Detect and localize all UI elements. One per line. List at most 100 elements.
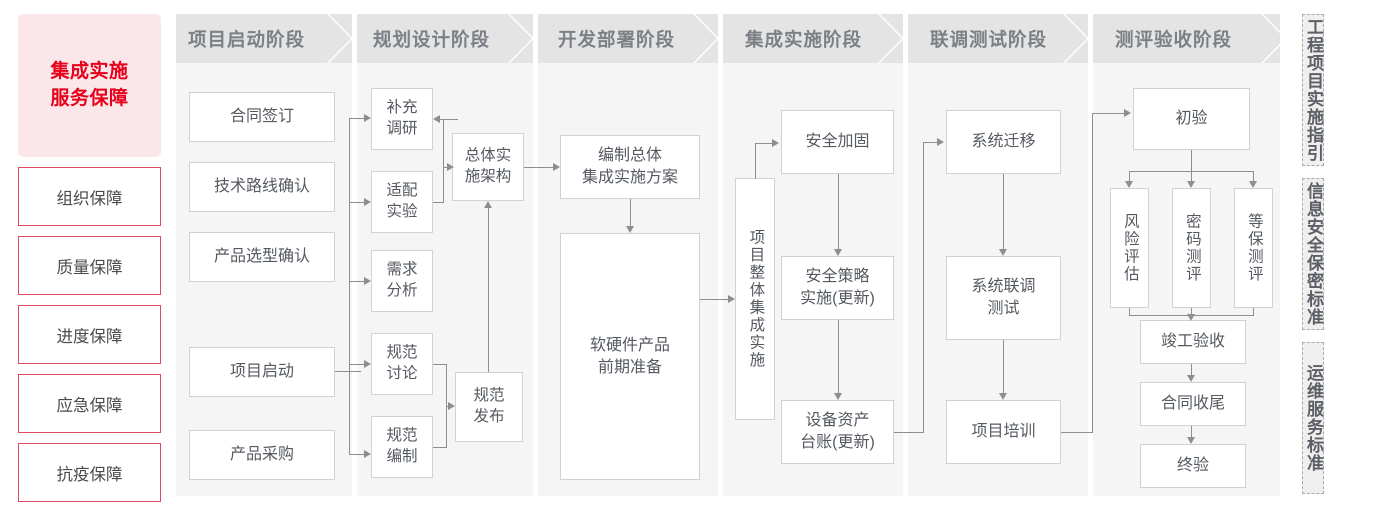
node-preliminary-acceptance[interactable]: 初验 xyxy=(1133,88,1250,150)
phase-header-3[interactable]: 开发部署阶段 xyxy=(538,14,718,63)
connector-merge-mid-down xyxy=(1191,308,1193,315)
arrow-down-to-asset-ledger xyxy=(834,393,842,400)
arrow-to-adaptation xyxy=(364,198,371,206)
arrow-to-integration-gate xyxy=(728,295,735,303)
node-classified-protection-evaluation[interactable]: 等保测评 xyxy=(1234,188,1273,308)
connector-policy-to-ledger xyxy=(838,320,840,393)
standard-engineering-implementation-guide[interactable]: 工程项目实施指引 xyxy=(1302,14,1325,166)
node-spec-release[interactable]: 规范发布 xyxy=(455,372,523,442)
connector-split-mid xyxy=(1191,171,1193,181)
connector-bus-to-preliminary xyxy=(1092,113,1124,115)
node-equipment-asset-ledger[interactable]: 设备资产台账(更新) xyxy=(781,400,894,464)
connector-risk-down xyxy=(1129,308,1131,316)
phase-header-4[interactable]: 集成实施阶段 xyxy=(723,14,903,63)
node-adaptation-experiment[interactable]: 适配实验 xyxy=(371,171,433,233)
connector-closeout-to-final xyxy=(1191,426,1193,437)
node-risk-assessment[interactable]: 风险评估 xyxy=(1110,188,1149,308)
node-product-procurement[interactable]: 产品采购 xyxy=(189,430,335,480)
sidebar-item-epidemic[interactable]: 抗疫保障 xyxy=(18,443,161,502)
node-asset-ledger-l2: 台账(更新) xyxy=(800,434,875,451)
node-project-training[interactable]: 项目培训 xyxy=(946,400,1061,464)
phase-header-2[interactable]: 规划设计阶段 xyxy=(357,14,533,63)
connector-to-spec-drafting xyxy=(349,454,364,456)
node-spec-discussion-l1: 规范 xyxy=(386,344,418,362)
node-security-policy-implementation[interactable]: 安全策略实施(更新) xyxy=(781,256,894,320)
arrow-down-to-training xyxy=(999,393,1007,400)
sidebar-item-organization[interactable]: 组织保障 xyxy=(18,167,161,226)
node-spec-release-l1: 规范 xyxy=(473,387,505,405)
node-overall-project-integration[interactable]: 项目整体集成实施 xyxy=(735,178,775,420)
connector-completion-to-closeout xyxy=(1191,364,1193,375)
phase-header-5[interactable]: 联调测试阶段 xyxy=(908,14,1088,63)
connector-gate-to-hardening xyxy=(755,143,772,145)
connector-bus-to-migration xyxy=(923,142,937,144)
arrow-to-spec-release xyxy=(448,402,455,410)
arrow-down-to-final-acceptance xyxy=(1187,437,1195,444)
node-spec-drafting-l1: 规范 xyxy=(386,427,418,445)
phase-header-6[interactable]: 测评验收阶段 xyxy=(1093,14,1280,63)
phase-header-6-label: 测评验收阶段 xyxy=(1115,28,1233,50)
arrow-to-supplementary-research xyxy=(364,114,371,122)
arrow-down-to-prep xyxy=(626,226,634,233)
sidebar-item-schedule[interactable]: 进度保障 xyxy=(18,305,161,364)
connector-kickoff-out xyxy=(335,371,361,373)
node-final-acceptance[interactable]: 终验 xyxy=(1140,444,1246,488)
node-contract-signing[interactable]: 合同签订 xyxy=(189,92,335,142)
connector-training-right xyxy=(1061,432,1093,434)
node-spec-discussion[interactable]: 规范讨论 xyxy=(371,333,433,395)
node-hw-sw-prep-l2: 前期准备 xyxy=(597,358,662,376)
left-sidebar-title-line1: 集成实施 xyxy=(50,60,129,82)
connector-p4-to-p5-bus xyxy=(923,142,925,433)
arrow-down-to-risk-assessment xyxy=(1125,181,1133,188)
connector-spec-drafting-right xyxy=(433,447,447,449)
node-adaptation-experiment-l1: 适配 xyxy=(386,182,418,200)
standard-information-security-confidentiality[interactable]: 信息安全保密标准 xyxy=(1302,178,1325,330)
node-system-migration[interactable]: 系统迁移 xyxy=(946,110,1061,174)
node-tech-route-confirm[interactable]: 技术路线确认 xyxy=(189,162,335,212)
arrow-down-to-completion-acceptance xyxy=(1187,314,1195,321)
node-spec-drafting[interactable]: 规范编制 xyxy=(371,416,433,478)
phase-header-1[interactable]: 项目启动阶段 xyxy=(176,14,352,63)
connector-preliminary-down xyxy=(1191,150,1193,172)
left-sidebar-title: 集成实施 服务保障 xyxy=(18,14,161,157)
arrow-down-to-contract-closeout xyxy=(1187,375,1195,382)
node-adaptation-experiment-l2: 实验 xyxy=(386,203,418,220)
arrow-to-draft-plan xyxy=(553,163,560,171)
connector-migration-to-test xyxy=(1003,174,1005,249)
node-project-kickoff[interactable]: 项目启动 xyxy=(189,347,335,397)
node-contract-closeout[interactable]: 合同收尾 xyxy=(1140,382,1246,426)
connector-spec-discussion-right xyxy=(433,364,447,366)
node-security-hardening[interactable]: 安全加固 xyxy=(781,110,894,174)
connector-split-right xyxy=(1253,171,1255,181)
phase-header-1-label: 项目启动阶段 xyxy=(188,28,306,50)
connector-to-requirement xyxy=(349,281,364,283)
node-asset-ledger-l1: 设备资产 xyxy=(805,412,870,430)
node-overall-implementation-architecture[interactable]: 总体实施架构 xyxy=(452,133,524,201)
node-supplementary-research[interactable]: 补充调研 xyxy=(371,88,433,150)
node-requirement-analysis-l1: 需求 xyxy=(386,261,418,279)
connector-adaptation-right xyxy=(433,202,444,204)
connector-hardening-to-policy xyxy=(838,174,840,249)
connector-test-to-training xyxy=(1003,340,1005,393)
node-product-selection-confirm[interactable]: 产品选型确认 xyxy=(189,232,335,282)
node-system-joint-debug-test[interactable]: 系统联调测试 xyxy=(946,256,1061,340)
arrow-to-spec-discussion xyxy=(364,360,371,368)
node-sec-policy-l1: 安全策略 xyxy=(805,268,870,286)
phase-header-2-label: 规划设计阶段 xyxy=(373,28,491,50)
arrow-to-spec-drafting xyxy=(364,450,371,458)
arrow-up-to-overall-architecture xyxy=(484,201,492,208)
node-requirement-analysis[interactable]: 需求分析 xyxy=(371,250,433,312)
standard-operations-maintenance-service[interactable]: 运维服务标准 xyxy=(1302,342,1325,494)
connector-to-adaptation xyxy=(349,202,364,204)
node-cryptography-evaluation[interactable]: 密码测评 xyxy=(1172,188,1211,308)
node-hw-sw-prep-l1: 软硬件产品 xyxy=(589,336,670,354)
sidebar-item-quality[interactable]: 质量保障 xyxy=(18,236,161,295)
node-hw-sw-preparation[interactable]: 软硬件产品前期准备 xyxy=(560,233,700,480)
arrow-to-security-hardening xyxy=(772,139,779,147)
node-completion-acceptance[interactable]: 竣工验收 xyxy=(1140,320,1246,364)
node-joint-test-l2: 测试 xyxy=(987,300,1020,317)
connector-protection-down xyxy=(1253,308,1255,316)
phase-header-4-label: 集成实施阶段 xyxy=(745,28,863,50)
node-draft-overall-integration-plan[interactable]: 编制总体集成实施方案 xyxy=(560,135,700,199)
sidebar-item-emergency[interactable]: 应急保障 xyxy=(18,374,161,433)
